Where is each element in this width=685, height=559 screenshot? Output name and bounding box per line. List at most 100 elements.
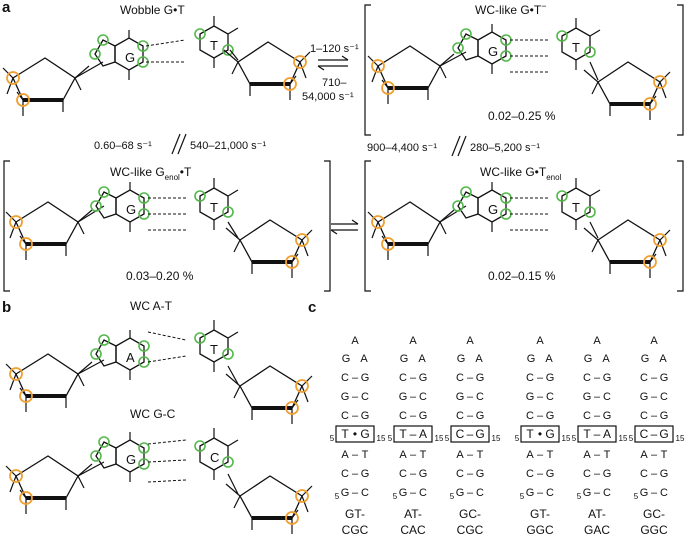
rate-right-up: 900–4,400 s⁻¹ bbox=[367, 142, 437, 154]
hairpin-1-stem-bottom-0-bond: – bbox=[410, 449, 417, 461]
hairpin-0-stem-top-1-bond: – bbox=[352, 391, 359, 403]
genol-structure: WC-like Genol•T G T 0.03–0.20 % bbox=[3, 160, 331, 292]
hairpin-5-stem-top-0-left: C bbox=[640, 372, 648, 384]
hairpin-5-stem-top-1-left: G bbox=[640, 391, 649, 403]
hairpin-2-five-prime-mark: 5 bbox=[445, 434, 450, 443]
hairpin-4-box-left: T bbox=[583, 427, 591, 441]
hairpin-1-stem-top-2-left: C bbox=[399, 410, 407, 422]
hairpin-2-stem-bottom-2-left: G bbox=[456, 487, 465, 499]
hairpin-4-mismatch-box bbox=[577, 425, 617, 443]
hairpin-3-position-15: 15 bbox=[562, 434, 571, 443]
hairpin-2-stem-bottom-1-left: C bbox=[456, 468, 464, 480]
hairpin-0-label-1: GT- bbox=[345, 507, 365, 521]
hairpin-3-five-prime-end: 5 bbox=[520, 492, 525, 501]
wobble-sugar-left bbox=[1, 56, 91, 118]
wc-minus-base-t: T bbox=[572, 40, 580, 55]
bottom-equilibrium bbox=[330, 219, 359, 235]
hairpin-4-stem-top-0-right: G bbox=[603, 372, 612, 384]
hairpin-4-stem-bottom-2-bond: – bbox=[594, 487, 601, 499]
hairpin-0-stem-bottom-0-bond: – bbox=[352, 449, 359, 461]
hairpin-3-stem-top-1-right: C bbox=[546, 391, 554, 403]
genol-base-g: G bbox=[126, 202, 136, 217]
hairpin-0-stem-bottom-0-right: T bbox=[362, 449, 369, 461]
hairpin-1-stem-top-1-left: G bbox=[399, 391, 408, 403]
hairpin-1-stem-bottom-0-right: T bbox=[420, 449, 427, 461]
at-base-a: A bbox=[126, 350, 135, 365]
tenol-base-g: G bbox=[488, 202, 498, 217]
hairpin-3-loop-left: G bbox=[527, 353, 536, 365]
hairpin-4-stem-bottom-0-left: A bbox=[583, 449, 591, 461]
genol-base-t: T bbox=[210, 200, 218, 215]
hairpin-2-stem-top-2-bond: – bbox=[467, 410, 474, 422]
hairpin-5-label-2: GGC bbox=[640, 523, 668, 537]
hairpin-2-stem-bottom-0-right: T bbox=[477, 449, 484, 461]
hairpin-4-stem-bottom-1-bond: – bbox=[594, 468, 601, 480]
hairpin-0-stem-bottom-2-left: G bbox=[341, 487, 350, 499]
hairpin-2-loop-right: A bbox=[475, 353, 483, 365]
hairpin-1-stem-top-0-bond: – bbox=[410, 372, 417, 384]
hairpin-3-stem-bottom-0-left: A bbox=[526, 449, 534, 461]
wc-minus-sugar-left bbox=[366, 44, 456, 106]
hairpin-4-stem-top-2-right: G bbox=[603, 410, 612, 422]
at-sugar-right bbox=[224, 364, 314, 426]
hairpin-2-stem-top-1-bond: – bbox=[467, 391, 474, 403]
wc-minus-guanine bbox=[452, 23, 512, 75]
genol-title: WC-like Genol•T bbox=[110, 165, 192, 182]
hairpin-5-five-prime-end: 5 bbox=[634, 492, 639, 501]
hairpin-1-loop-top: A bbox=[409, 335, 417, 347]
panel-b-label: b bbox=[2, 299, 11, 316]
hairpin-1-loop-left: G bbox=[400, 353, 409, 365]
hairpin-4-box-bond: – bbox=[594, 427, 601, 441]
hairpin-4-stem-top-2-bond: – bbox=[594, 410, 601, 422]
hairpin-1-mismatch-box bbox=[393, 425, 433, 443]
at-sugar-left bbox=[4, 352, 94, 414]
hairpin-1-box-left: T bbox=[399, 427, 407, 441]
genol-bracket-right bbox=[323, 160, 331, 292]
hairpin-4-loop-right: A bbox=[602, 353, 610, 365]
hairpin-0-loop-top: A bbox=[351, 335, 359, 347]
hairpin-3-mismatch-box bbox=[520, 425, 560, 443]
hairpin-0-stem-bottom-1-right: G bbox=[361, 468, 370, 480]
hairpin-3-loop-right: A bbox=[545, 353, 553, 365]
hairpin-3-box-left: T bbox=[526, 427, 534, 441]
wc-minus-sugar-right bbox=[582, 60, 672, 122]
wobble-sugar-right bbox=[222, 40, 312, 102]
hairpin-3-stem-top-2-right: G bbox=[546, 410, 555, 422]
genol-sugar-left bbox=[4, 200, 94, 262]
hairpin-1-loop-right: A bbox=[418, 353, 426, 365]
hairpin-5-stem-bottom-2-left: G bbox=[640, 487, 649, 499]
hairpin-1-stem-bottom-1-bond: – bbox=[410, 468, 417, 480]
top-equilibrium: 1–120 s⁻¹ 710– 54,000 s⁻¹ bbox=[302, 43, 359, 103]
wc-minus-bracket-left bbox=[364, 4, 372, 136]
hairpin-1-stem-bottom-2-bond: – bbox=[410, 487, 417, 499]
hairpin-2-stem-top-1-right: C bbox=[476, 391, 484, 403]
hairpin-1-five-prime-mark: 5 bbox=[388, 434, 393, 443]
hairpin-5-box-bond: – bbox=[651, 427, 658, 441]
hairpin-1-stem-top-1-right: C bbox=[419, 391, 427, 403]
hairpin-5-stem-bottom-0-right: T bbox=[661, 449, 668, 461]
rate-left-down: 540–21,000 s⁻¹ bbox=[190, 140, 266, 152]
hairpin-4-stem-top-1-bond: – bbox=[594, 391, 601, 403]
hairpin-2-loop-left: G bbox=[457, 353, 466, 365]
genol-sugar-right bbox=[224, 218, 314, 280]
genol-bracket-left bbox=[3, 160, 11, 292]
hairpin-1-position-15: 15 bbox=[435, 434, 444, 443]
hairpin-1-stem-top-0-left: C bbox=[399, 372, 407, 384]
wobble-title: Wobble G•T bbox=[120, 3, 185, 17]
hairpin-3-stem-bottom-2-bond: – bbox=[537, 487, 544, 499]
hairpin-1-stem-top-2-right: G bbox=[419, 410, 428, 422]
gc-sugar-left bbox=[4, 454, 94, 516]
hairpin-4-stem-bottom-2-right: C bbox=[603, 487, 611, 499]
hairpin-2-stem-top-1-left: G bbox=[456, 391, 465, 403]
hairpin-2-box-right: G bbox=[475, 427, 484, 441]
hairpin-0-stem-top-2-right: G bbox=[361, 410, 370, 422]
hairpin-3-stem-top-2-bond: – bbox=[537, 410, 544, 422]
hairpin-5-loop-left: G bbox=[641, 353, 650, 365]
hairpin-4-stem-bottom-0-bond: – bbox=[594, 449, 601, 461]
hairpin-2-stem-top-2-left: C bbox=[456, 410, 464, 422]
hairpin-3-box-right: G bbox=[545, 427, 554, 441]
hairpin-3-stem-bottom-0-right: T bbox=[547, 449, 554, 461]
hairpin-3-label-1: GT- bbox=[530, 507, 550, 521]
